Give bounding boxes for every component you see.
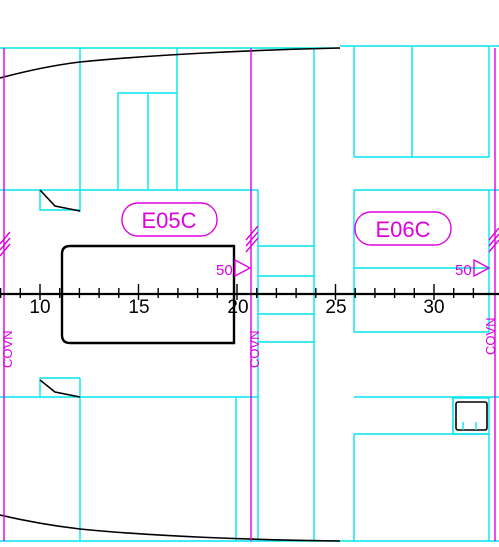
covn-label-right: COVN (483, 317, 498, 355)
ruler-label-15: 15 (128, 297, 149, 318)
small-fitting-box (455, 401, 488, 431)
frame-label-right-text: E06C (375, 217, 430, 242)
frame-label-right: E06C (354, 211, 452, 246)
frame-label-left-text: E05C (141, 208, 196, 233)
hatch-middle (245, 225, 259, 253)
hull-outline (0, 47, 490, 542)
hatch-right (488, 227, 499, 253)
weld-symbol-left: 50 (216, 258, 252, 279)
ruler-label-20: 20 (227, 297, 248, 318)
covn-label-left: COVN (0, 330, 15, 368)
weld-symbol-right-text: 50 (455, 262, 472, 279)
ruler-label-10: 10 (29, 297, 50, 318)
weld-symbol-left-text: 50 (216, 262, 233, 279)
hatch-left (0, 231, 11, 257)
frame-label-left: E05C (121, 202, 218, 237)
ruler-label-30: 30 (423, 297, 444, 318)
ruler-ticks (0, 284, 475, 300)
ruler-label-25: 25 (325, 297, 346, 318)
access-opening-outline (60, 244, 236, 345)
weld-symbol-right: 50 (455, 258, 491, 279)
frame-ruler: 10 15 20 25 30 (0, 284, 499, 318)
covn-label-middle: COVN (247, 330, 262, 368)
